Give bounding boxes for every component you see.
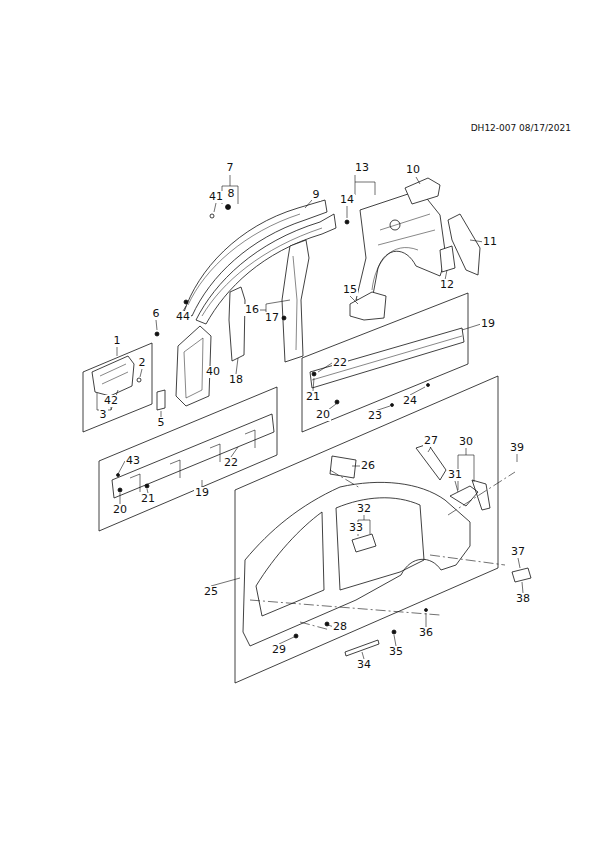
callout-number: 26 [360,460,376,472]
callout-number: 38 [515,593,531,605]
rear-door-opening [336,498,424,590]
callout-number: 10 [405,164,421,176]
bracket [352,534,376,552]
callout-number: 35 [388,646,404,658]
callout-number: 3 [99,409,108,421]
callout-number: 13 [354,162,370,174]
callout-number: 9 [312,189,321,201]
bracket [440,246,455,272]
callout-number: 44 [175,311,191,323]
callout-number: 42 [103,395,119,407]
bracket [92,356,134,396]
callout-number: 24 [402,395,418,407]
bracket [416,444,446,480]
rocker-panel [310,328,464,388]
patch [330,456,356,478]
group-box [302,293,468,432]
callout-number: 5 [157,417,166,429]
front-door-opening [256,512,324,616]
callout-number: 6 [152,308,161,320]
callout-number: 28 [332,621,348,633]
group-box [99,387,277,531]
callout-number: 23 [367,410,383,422]
callout-number: 33 [348,522,364,534]
callout-number: 32 [356,503,372,515]
group-box [235,376,498,683]
callout-number: 8 [227,188,236,200]
bracket [350,292,386,320]
callout-number: 27 [423,435,439,447]
callout-number: 17 [264,312,280,324]
rocker-reinforcement [112,414,274,498]
callout-number: 19 [480,318,496,330]
callout-number: 22 [332,357,348,369]
roof-rail-inner [196,214,336,324]
callout-number: 40 [205,366,221,378]
callout-number: 21 [305,391,321,403]
sill-strip [345,640,379,656]
callout-number: 7 [226,162,235,174]
callout-number: 16 [244,304,260,316]
drawing-id: DH12-007 08/17/2021 [470,122,572,134]
callout-number: 21 [140,493,156,505]
quarter-inner-panel [356,190,446,300]
callout-number: 19 [194,487,210,499]
callout-number: 29 [271,644,287,656]
b-pillar [282,240,309,362]
callout-number: 22 [223,457,239,469]
callout-number: 25 [203,586,219,598]
bracket [450,480,490,510]
pillar [229,287,245,361]
callout-number: 39 [509,442,525,454]
callout-number: 43 [125,455,141,467]
callout-number: 31 [447,469,463,481]
callout-number: 20 [315,409,331,421]
leader-lines [97,175,523,659]
callout-number: 14 [339,194,355,206]
callout-number: 2 [138,357,147,369]
callout-number: 18 [228,374,244,386]
callout-number: 36 [418,627,434,639]
callout-number: 15 [342,284,358,296]
body-side-outer [243,482,470,646]
callout-number: 1 [113,335,122,347]
callout-number: 11 [482,236,498,248]
fuel-door [512,568,531,582]
plate [157,390,165,410]
callout-number: 34 [356,659,372,671]
group-box [83,343,152,432]
bracket [405,178,440,204]
callout-number: 20 [112,504,128,516]
callout-number: 37 [510,546,526,558]
callout-number: 30 [458,436,474,448]
callout-number: 12 [439,279,455,291]
callout-number: 41 [208,191,224,203]
